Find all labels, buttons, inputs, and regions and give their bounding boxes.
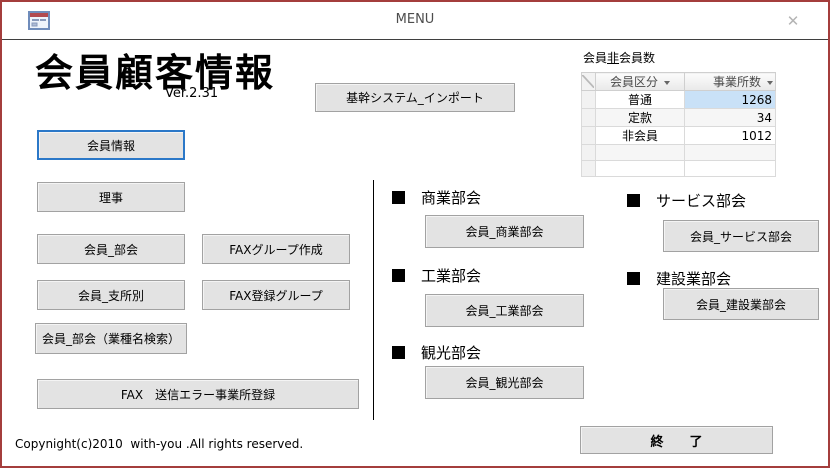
close-button[interactable]: ✕	[780, 9, 806, 33]
corner-diagonal-icon	[582, 75, 594, 88]
section-header-construction: 建設業部会	[627, 268, 731, 289]
copyright-text: Copynight(c)2010 with-you .All rights re…	[15, 437, 304, 451]
section-header-tourism: 観光部会	[392, 342, 481, 363]
titlebar: MENU ✕	[2, 2, 828, 40]
count-cell[interactable]: 1012	[684, 126, 776, 145]
member-table-label: 会員非会員数	[583, 51, 656, 65]
member-by-branch-button[interactable]: 会員_支所別	[37, 280, 185, 310]
member-construction-button[interactable]: 会員_建設業部会	[663, 288, 819, 320]
version-label: Ver.2.31	[165, 86, 219, 101]
form-icon[interactable]	[28, 11, 50, 30]
table-row: 非会員 1012	[581, 126, 776, 145]
member-count-table: 会員区分 事業所数 普通 1268 定款 34 非会員 1012	[581, 72, 776, 177]
filter-dropdown-icon[interactable]	[664, 80, 670, 85]
row-selector[interactable]	[581, 126, 596, 145]
column-header-count[interactable]: 事業所数	[684, 72, 776, 91]
section-bullet-icon	[392, 191, 405, 204]
directors-button[interactable]: 理事	[37, 182, 185, 212]
category-cell[interactable]: 普通	[595, 90, 685, 109]
section-header-service: サービス部会	[627, 190, 746, 211]
window-title: MENU	[395, 12, 435, 27]
member-info-button[interactable]: 会員情報	[37, 130, 185, 160]
count-cell[interactable]: 34	[684, 108, 776, 127]
page-title: 会員顧客情報	[35, 51, 276, 95]
column-header-category[interactable]: 会員区分	[595, 72, 685, 91]
fax-registered-group-button[interactable]: FAX登録グループ	[202, 280, 350, 310]
member-tourism-button[interactable]: 会員_観光部会	[425, 366, 584, 399]
import-core-system-button[interactable]: 基幹システム_インポート	[315, 83, 515, 112]
section-bullet-icon	[627, 194, 640, 207]
section-bullet-icon	[392, 346, 405, 359]
category-cell[interactable]: 非会員	[595, 126, 685, 145]
member-section-search-button[interactable]: 会員_部会（業種名検索）	[35, 323, 187, 354]
section-bullet-icon	[627, 272, 640, 285]
row-selector[interactable]	[581, 160, 596, 177]
count-cell[interactable]: 1268	[684, 90, 776, 109]
section-header-industry: 工業部会	[392, 265, 481, 286]
member-industry-button[interactable]: 会員_工業部会	[425, 294, 584, 327]
fax-error-register-button[interactable]: FAX 送信エラー事業所登録	[37, 379, 359, 409]
filter-dropdown-icon[interactable]	[767, 80, 773, 85]
table-row-empty	[581, 144, 776, 161]
section-header-commerce: 商業部会	[392, 187, 481, 208]
fax-group-create-button[interactable]: FAXグループ作成	[202, 234, 350, 264]
member-section-button[interactable]: 会員_部会	[37, 234, 185, 264]
row-selector[interactable]	[581, 108, 596, 127]
close-icon: ✕	[786, 12, 800, 30]
member-commerce-button[interactable]: 会員_商業部会	[425, 215, 584, 248]
table-row: 普通 1268	[581, 90, 776, 109]
table-row: 定款 34	[581, 108, 776, 127]
vertical-divider	[373, 180, 374, 420]
select-all-corner[interactable]	[581, 72, 596, 91]
exit-button[interactable]: 終 了	[580, 426, 773, 454]
row-selector[interactable]	[581, 90, 596, 109]
category-cell[interactable]: 定款	[595, 108, 685, 127]
table-row-empty	[581, 160, 776, 177]
member-service-button[interactable]: 会員_サービス部会	[663, 220, 819, 252]
section-bullet-icon	[392, 269, 405, 282]
row-selector[interactable]	[581, 144, 596, 161]
